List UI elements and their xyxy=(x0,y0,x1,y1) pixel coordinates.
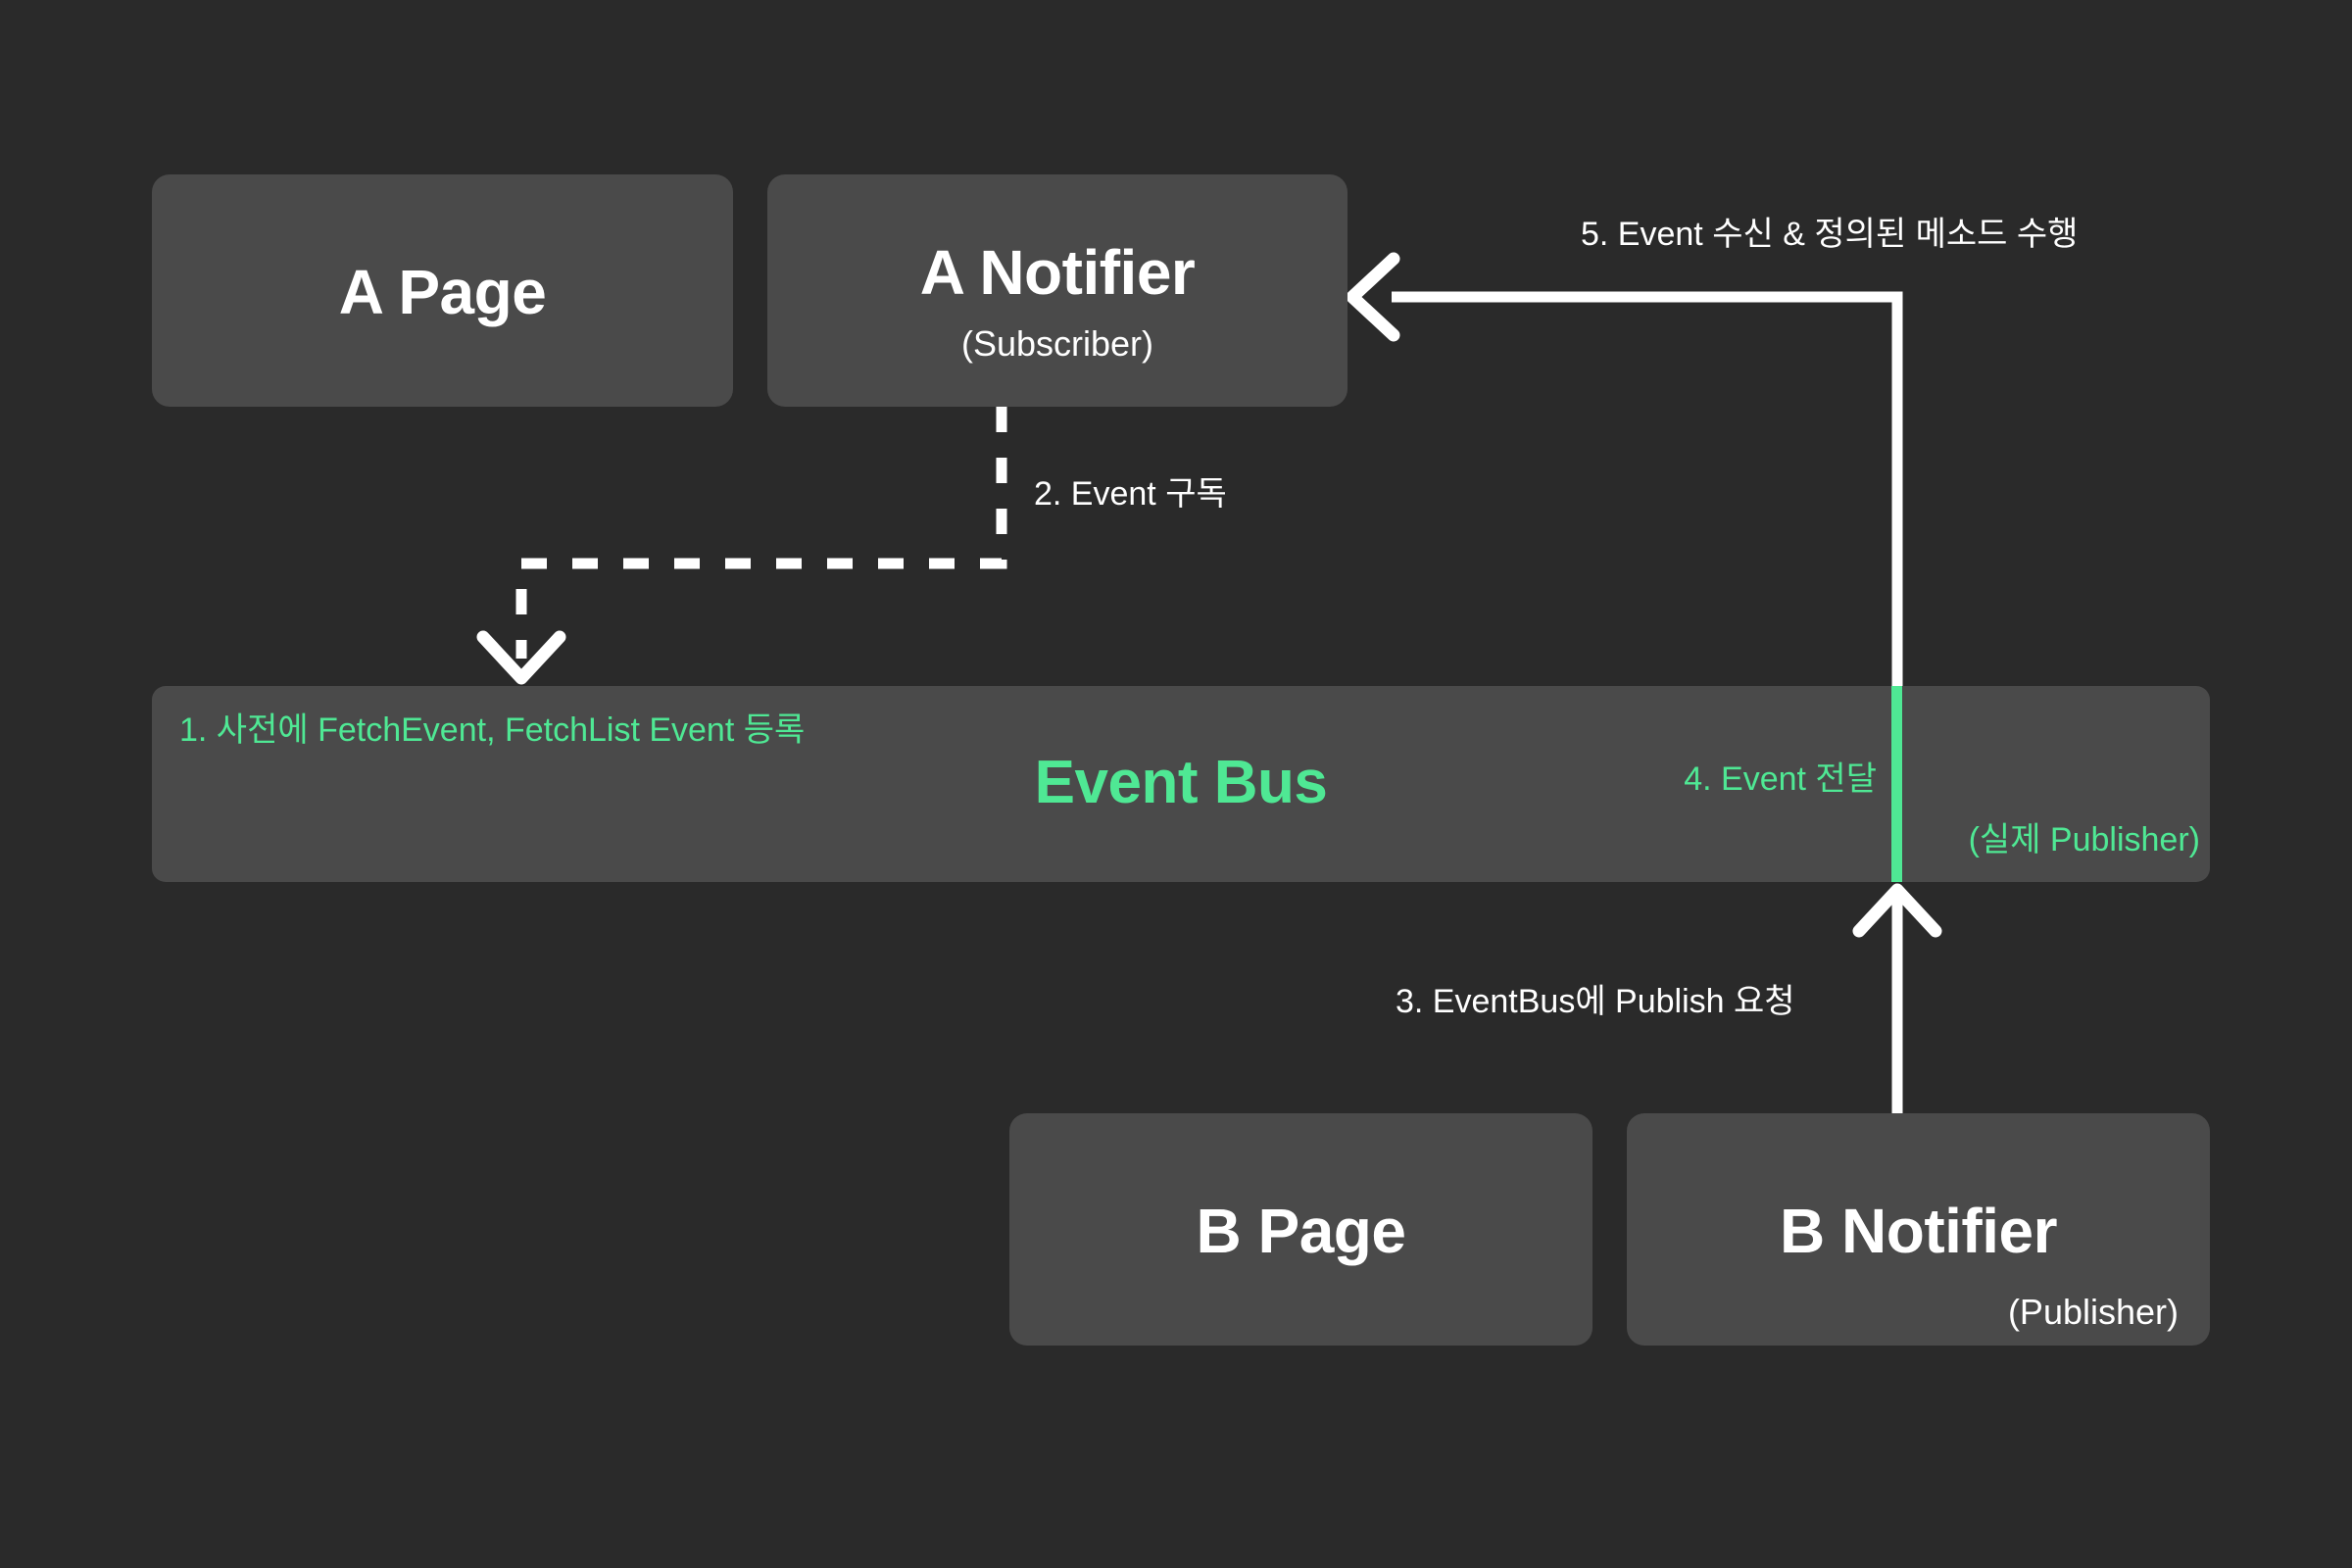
node-a-page-title: A Page xyxy=(338,257,547,327)
node-b-notifier-title: B Notifier xyxy=(1780,1196,2058,1266)
edge-publish-request xyxy=(1852,883,1942,1113)
event-bus-title: Event Bus xyxy=(1034,749,1328,816)
event-bus-deliver-label: 4. Event 전달 xyxy=(1684,760,1877,798)
node-a-page[interactable]: A Page xyxy=(152,174,733,407)
edge-label-publish-request: 3. EventBus에 Publish 요청 xyxy=(1396,983,1795,1020)
node-event-bus[interactable]: 1. 사전에 FetchEvent, FetchList Event 등록 Ev… xyxy=(152,686,2210,882)
edge-receive xyxy=(1346,252,1903,686)
edge-label-receive: 5. Event 수신 & 정의된 메소드 수행 xyxy=(1581,216,2079,253)
edge-label-subscribe: 2. Event 구독 xyxy=(1034,475,1227,513)
edge-subscribe xyxy=(476,407,1007,685)
node-b-notifier[interactable]: B Notifier (Publisher) xyxy=(1627,1113,2210,1346)
publisher-divider-bar xyxy=(1891,686,1902,882)
node-a-notifier-subtitle: (Subscriber) xyxy=(960,323,1154,364)
node-a-notifier-title: A Notifier xyxy=(919,237,1196,308)
event-bus-register-label: 1. 사전에 FetchEvent, FetchList Event 등록 xyxy=(179,711,806,749)
node-b-notifier-subtitle: (Publisher) xyxy=(2007,1292,2179,1332)
event-bus-publisher-label: (실제 Publisher) xyxy=(1968,821,2200,858)
node-b-page[interactable]: B Page xyxy=(1009,1113,1592,1346)
node-b-page-title: B Page xyxy=(1196,1196,1406,1266)
node-a-notifier[interactable]: A Notifier (Subscriber) xyxy=(767,174,1348,407)
